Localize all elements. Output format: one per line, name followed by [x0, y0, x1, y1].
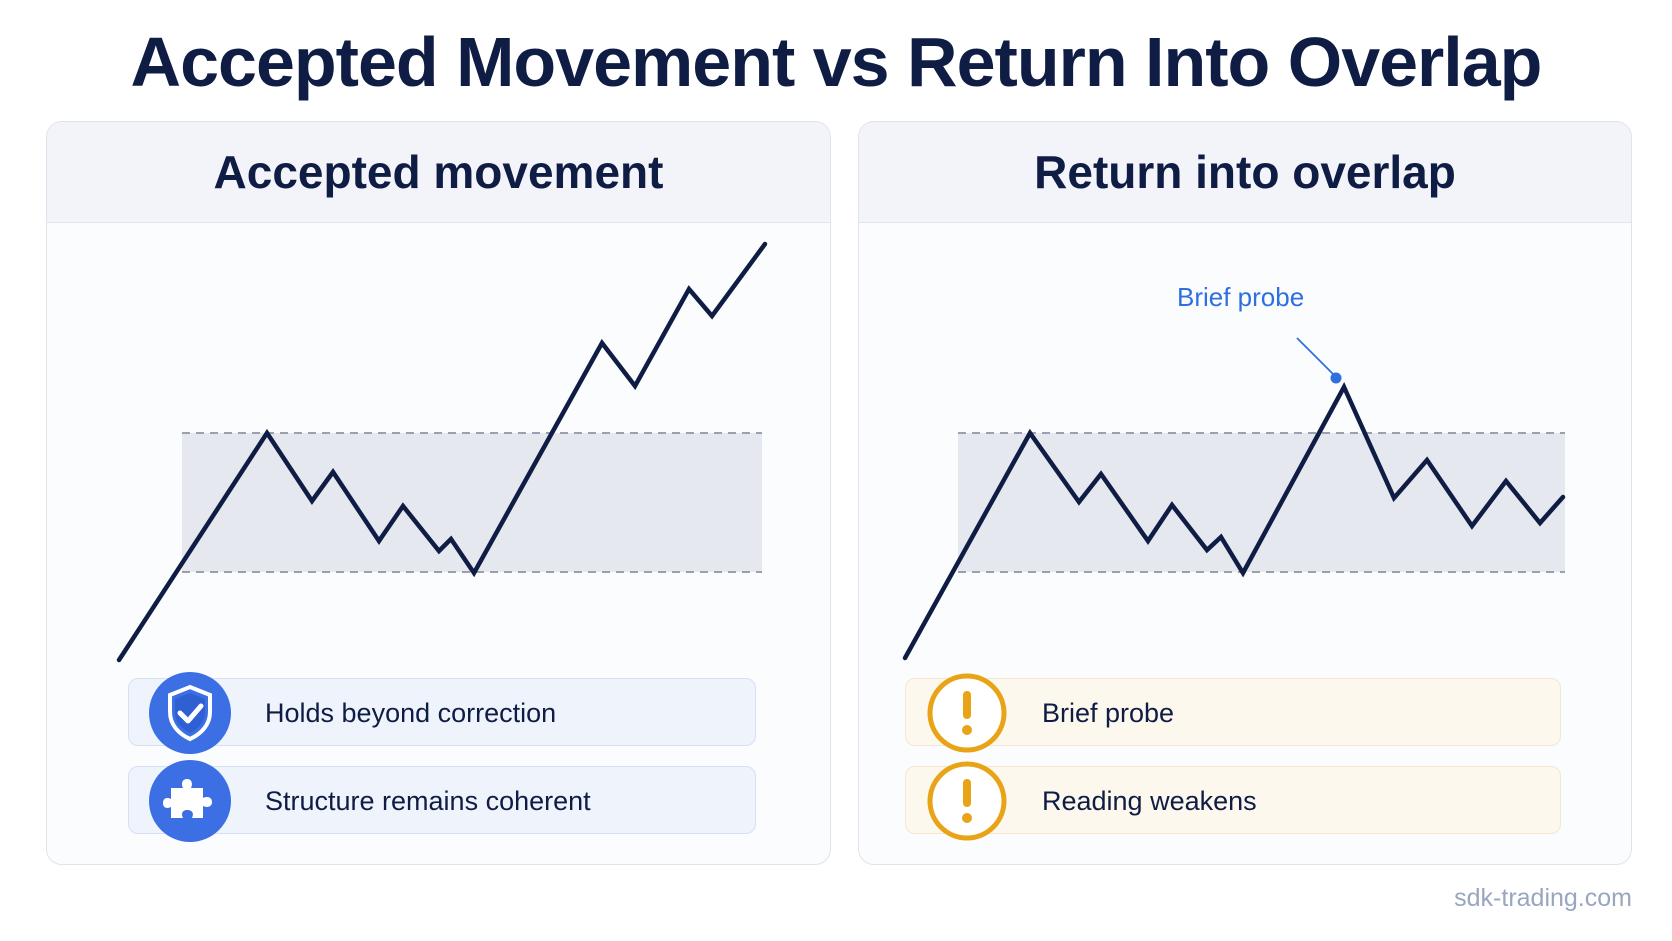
brief-probe-annotation: Brief probe — [1177, 282, 1305, 312]
accepted-movement-panel: Accepted movement Holds beyond correctio… — [46, 121, 831, 865]
puzzle-piece-icon — [149, 760, 231, 842]
probe-marker-dot — [1330, 372, 1342, 384]
accepted-movement-diagram — [116, 241, 768, 663]
probe-annotation-leader — [1296, 337, 1335, 376]
overlap-zone — [182, 433, 762, 572]
shield-check-icon — [149, 672, 231, 754]
list-item-label: Structure remains coherent — [265, 786, 591, 816]
return-into-overlap-panel: Return into overlap Brief probe Brief pr… — [858, 121, 1632, 865]
footer-watermark: sdk-trading.com — [1454, 884, 1632, 912]
list-item-label: Reading weakens — [1042, 786, 1257, 816]
price-path — [116, 241, 768, 663]
return-into-overlap-diagram — [902, 337, 1566, 661]
list-item: Structure remains coherent — [128, 760, 756, 842]
panel-header: Accepted movement — [47, 122, 830, 223]
list-item: Holds beyond correction — [128, 672, 756, 754]
exclamation-circle-icon — [927, 761, 1007, 841]
list-item-label: Holds beyond correction — [265, 698, 557, 728]
list-item: Brief probe — [905, 673, 1561, 753]
panel-title: Accepted movement — [213, 146, 664, 198]
panel-header: Return into overlap — [859, 122, 1631, 223]
list-item: Reading weakens — [905, 761, 1561, 841]
list-item-label: Brief probe — [1042, 698, 1175, 728]
overlap-zone — [958, 433, 1565, 572]
panel-title: Return into overlap — [1034, 146, 1456, 198]
price-path — [902, 381, 1566, 661]
exclamation-circle-icon — [927, 673, 1007, 753]
page-title: Accepted Movement vs Return Into Overlap — [130, 23, 1543, 101]
